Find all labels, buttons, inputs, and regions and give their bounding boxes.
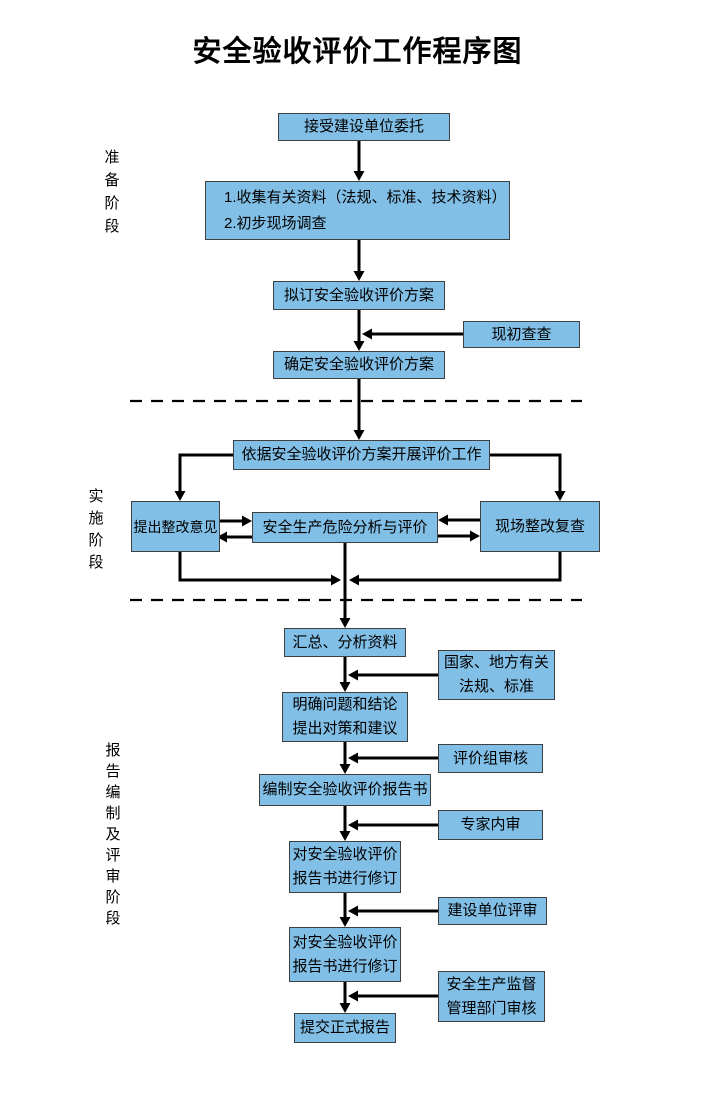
connector-propose-to-join <box>178 552 341 586</box>
node-revise-report-1: 对安全验收评价 报告书进行修订 <box>289 841 401 893</box>
connector-laws-to-mainline <box>348 669 438 681</box>
node-collect-materials: 1.收集有关资料（法规、标准、技术资料） 2.初步现场调查 <box>205 181 510 240</box>
connector-client-to-mainline <box>348 905 438 917</box>
connector-precheck-to-mainline <box>362 328 463 340</box>
connector-clarify-to-compile <box>339 742 351 774</box>
connector-revise2-to-submit <box>339 982 351 1013</box>
connector-confirm-to-carryout <box>353 379 365 440</box>
connector-analysis-to-recheck <box>438 530 480 542</box>
stage-label-implementation: 实 施 阶 段 <box>88 488 104 571</box>
connector-analysis-to-summarize <box>339 543 351 628</box>
connector-revise1-to-revise2 <box>339 893 351 927</box>
page-title: 安全验收评价工作程序图 <box>192 36 523 68</box>
stage-label-preparation: 准 备 阶 段 <box>104 149 120 235</box>
connector-propose-to-analysis <box>217 515 252 527</box>
node-revise-report-2: 对安全验收评价 报告书进行修订 <box>289 927 401 982</box>
node-accept-commission: 接受建设单位委托 <box>278 113 450 141</box>
node-authority-review: 安全生产监督 管理部门审核 <box>438 971 545 1022</box>
connector-collect-to-draft <box>353 240 365 281</box>
connector-carryout-to-propose <box>174 453 233 501</box>
node-client-review: 建设单位评审 <box>438 897 547 925</box>
connector-recheck-to-analysis <box>438 514 480 526</box>
node-confirm-plan: 确定安全验收评价方案 <box>273 351 445 379</box>
connector-analysis-to-propose <box>217 531 252 543</box>
node-site-precheck: 现初查查 <box>463 321 580 348</box>
node-propose-rectification: 提出整改意见 <box>131 501 220 552</box>
connector-expert-to-mainline <box>348 819 438 831</box>
connector-teamreview-to-mainline <box>348 752 438 764</box>
node-submit-report: 提交正式报告 <box>294 1013 396 1043</box>
connector-draft-to-confirm <box>353 310 365 351</box>
node-summarize-data: 汇总、分析资料 <box>284 628 406 657</box>
connector-accept-to-collect <box>353 141 365 181</box>
node-compile-report: 编制安全验收评价报告书 <box>259 774 431 806</box>
connector-authority-to-mainline <box>348 990 438 1002</box>
connector-summarize-to-clarify <box>339 657 351 692</box>
node-clarify-conclusions: 明确问题和结论 提出对策和建议 <box>282 692 408 742</box>
node-expert-review: 专家内审 <box>438 810 543 840</box>
node-team-review: 评价组审核 <box>438 744 543 773</box>
node-risk-analysis: 安全生产危险分析与评价 <box>252 512 438 543</box>
connector-carryout-to-recheck <box>490 453 566 501</box>
node-draft-plan: 拟订安全验收评价方案 <box>273 281 445 310</box>
node-laws-standards: 国家、地方有关 法规、标准 <box>438 650 555 700</box>
stage-label-reporting: 报 告 编 制 及 评 审 阶 段 <box>105 742 121 927</box>
connector-recheck-to-join <box>349 552 562 586</box>
node-site-recheck: 现场整改复查 <box>480 501 600 552</box>
connector-compile-to-revise1 <box>339 806 351 841</box>
node-carry-out-evaluation: 依据安全验收评价方案开展评价工作 <box>233 440 490 470</box>
